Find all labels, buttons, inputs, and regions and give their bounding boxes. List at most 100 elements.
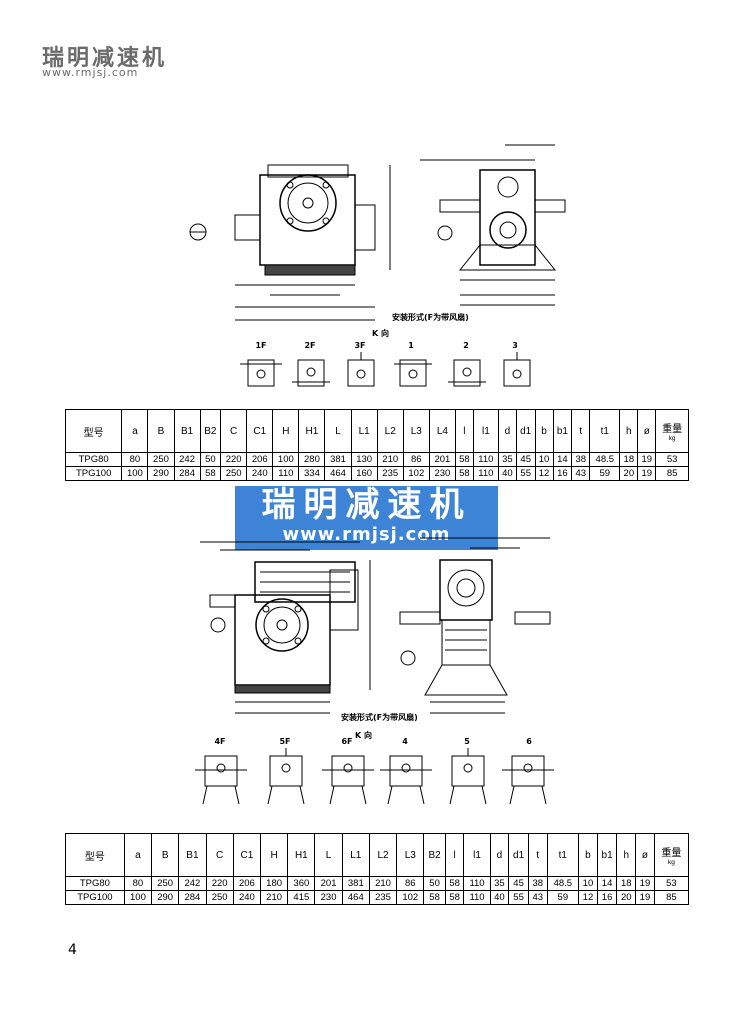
col-header: d1 [508,833,529,877]
col-header: C1 [246,409,274,453]
table-cell: 242 [173,452,201,467]
table-cell: 58 [444,890,465,905]
col-header: b1 [552,409,573,453]
col-header: b1 [596,833,618,877]
table-cell: 38 [571,452,591,467]
col-header: b [534,409,554,453]
col-header: l1 [472,409,499,453]
table-cell: 43 [571,466,591,481]
table-cell: 35 [489,876,510,891]
table-header-row: 型号 a B B1 C C1 H H1 L L1 L2 L3 B2 l l1 d… [65,833,690,877]
table-cell: 18 [616,876,637,891]
table-cell: 284 [173,466,201,481]
col-header: l [454,409,474,453]
col-header: l1 [463,833,491,877]
weight-unit: kg [667,859,675,866]
table-cell: 110 [472,466,499,481]
table-cell: TPG100 [65,890,125,905]
k-view-label-2: K 向 [355,731,372,740]
table-cell: TPG80 [65,876,125,891]
col-header: a [123,833,153,877]
table-cell: 180 [259,876,289,891]
table-cell: 290 [151,890,180,905]
table-cell: 85 [653,890,690,905]
table-cell: 40 [497,466,517,481]
col-header: L1 [341,833,370,877]
table-cell: 240 [246,466,274,481]
table-cell: 48.5 [589,452,621,467]
col-header: C [220,409,248,453]
table-cell: 10 [578,876,598,891]
col-header: a [121,409,149,453]
table-cell: 210 [376,452,404,467]
table-cell: 86 [396,876,425,891]
watermark-title: 瑞明减速机 [261,485,472,525]
table-cell: 10 [534,452,554,467]
table-row: TPG80 80 250 242 50 220 206 100 280 381 … [64,452,689,467]
table-cell: 20 [619,466,639,481]
weight-label: 重量 [662,424,683,435]
table-cell: 50 [423,876,446,891]
table-cell: 19 [635,876,655,891]
table-cell: 206 [246,452,274,467]
col-header: t [527,833,548,877]
table-cell: 110 [272,466,300,481]
table-row: TPG100 100 290 284 58 250 240 110 334 46… [64,466,689,481]
col-header: B [147,409,175,453]
table-cell: 58 [444,876,465,891]
drawing-front-view-2 [200,537,551,714]
col-header: L4 [428,409,456,453]
col-model: 型号 [64,409,123,453]
table-cell: 48.5 [546,876,580,891]
table-cell: 160 [350,466,378,481]
watermark-banner: 瑞明减速机 www.rmjsj.com [235,486,498,550]
col-header: H1 [287,833,316,877]
col-header: ø [635,833,655,877]
col-header: d [497,409,517,453]
table-cell: 240 [232,890,261,905]
mount-caption-2: 安装形式(F为带风扇) [341,713,418,722]
variant-label: 3 [512,341,518,350]
table-cell: 53 [655,452,689,467]
mounting-variants-row-2 [195,748,554,805]
variant-label: 2 [463,341,469,350]
table-cell: 242 [178,876,207,891]
col-header: L3 [396,833,425,877]
col-header: B [151,833,180,877]
table-cell: 250 [205,890,234,905]
weight-unit: kg [668,435,676,442]
table-cell: 16 [596,890,618,905]
table-cell: 220 [205,876,234,891]
table-cell: 58 [423,890,446,905]
table-cell: 59 [589,466,621,481]
spec-table-1: 型号 a B B1 B2 C C1 H H1 L L1 L2 L3 L4 l l… [64,409,689,481]
table-cell: 100 [123,890,153,905]
table-cell: 80 [123,876,153,891]
table-cell: 381 [341,876,370,891]
table-cell: 110 [463,876,491,891]
k-view-label-1: K 向 [372,329,389,338]
table-cell: 18 [619,452,639,467]
table-cell: 360 [287,876,316,891]
table-cell: 220 [220,452,248,467]
table-cell: 110 [463,890,491,905]
table-cell: 43 [527,890,548,905]
col-header: C [205,833,234,877]
table-cell: 14 [596,876,618,891]
col-header: t [571,409,591,453]
col-header: h [616,833,637,877]
table-cell: 102 [402,466,430,481]
table-cell: 201 [314,876,343,891]
table-header-row: 型号 a B B1 B2 C C1 H H1 L L1 L2 L3 L4 l l… [64,409,689,453]
brand-website: www.rmjsj.com [42,66,139,79]
table-row: TPG100 100 290 284 250 240 210 415 230 4… [65,890,690,905]
page-number: 4 [68,942,77,958]
col-header: d [489,833,510,877]
table-cell: 19 [635,890,655,905]
col-header: B1 [173,409,201,453]
table-cell: 102 [396,890,425,905]
table-cell: 100 [272,452,300,467]
table-cell: 86 [402,452,430,467]
table-cell: 12 [534,466,554,481]
